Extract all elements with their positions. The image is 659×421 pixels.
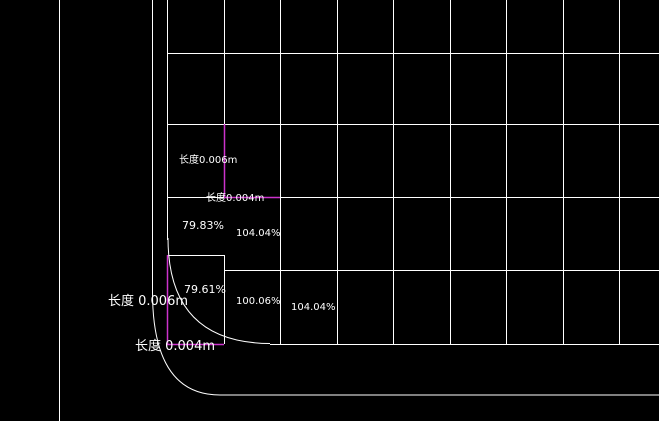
- drawing-geometry: [59, 0, 659, 421]
- length-dimension-label: 长度 0.006m: [108, 294, 189, 309]
- inner-fillet-curve: [167, 237, 271, 344]
- percent-label: 79.61%: [184, 283, 226, 296]
- grid-vertical-lines: [167, 0, 620, 344]
- outer-curved-boundary: [152, 0, 659, 396]
- percent-label: 79.83%: [182, 219, 224, 232]
- overlapping-dimension-label: 长度0.006m: [179, 155, 238, 166]
- grid-horizontal-lines: [167, 53, 659, 345]
- dimension-highlights: [166, 124, 280, 346]
- percent-label: 104.04%: [236, 228, 281, 239]
- length-dimension-label-upper: 长度0.004m: [206, 193, 265, 204]
- length-dimension-label: 长度 0.004m: [135, 339, 216, 354]
- percent-label: 104.04%: [291, 302, 336, 313]
- percent-label: 100.06%: [236, 296, 281, 307]
